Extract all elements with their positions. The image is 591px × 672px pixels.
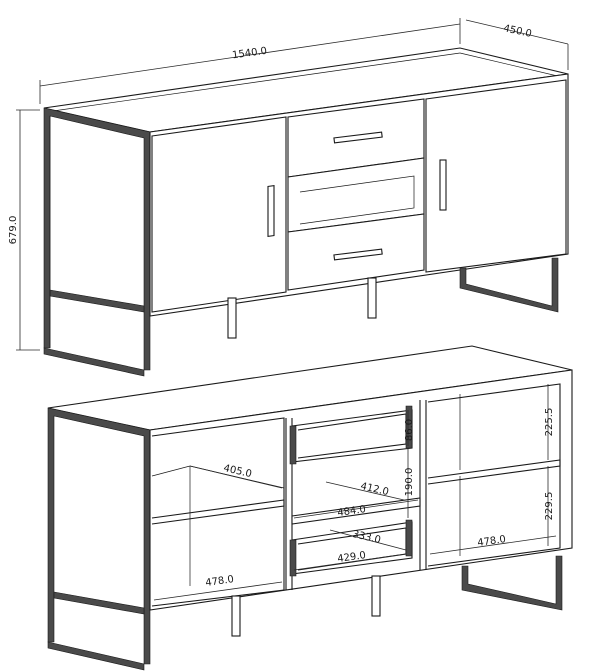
right-side-frame — [459, 257, 559, 313]
leg — [231, 595, 241, 637]
dimension-upper-right-height: 225.5 — [544, 384, 555, 460]
upper-drawer-open — [289, 405, 413, 465]
left-door — [151, 116, 287, 313]
left-side-frame — [47, 407, 151, 671]
sideboard-closed-view: 1540.0 450.0 679.0 — [8, 18, 569, 377]
width-label: 1540.0 — [232, 46, 268, 62]
middle-shelf-width-label: 484.0 — [337, 504, 367, 519]
right-door — [425, 79, 567, 273]
left-door-handle — [267, 184, 275, 238]
dimension-drawer-opening: 190.0 — [404, 448, 415, 518]
lower-drawer-handle — [333, 248, 383, 261]
drawer-opening-label: 190.0 — [404, 468, 415, 497]
left-compartment — [151, 417, 285, 607]
dimension-bottom-width-right: 478.0 — [429, 534, 557, 555]
drawer-height-label: 86.0 — [404, 419, 415, 441]
dimension-bottom-width-left: 478.0 — [153, 574, 283, 601]
depth-label: 450.0 — [502, 23, 532, 40]
right-compartment — [427, 383, 561, 567]
leg — [227, 297, 237, 339]
upper-drawer-handle — [333, 131, 383, 144]
dimension-drawer-height: 86.0 — [404, 410, 415, 446]
bottom-width-right-label: 478.0 — [477, 534, 507, 549]
sideboard-open-view: 405.0 86.0 225.5 190.0 412.0 484.0 229.5 — [47, 345, 573, 671]
lower-right-height-label: 229.5 — [544, 492, 555, 521]
right-side-frame — [461, 555, 563, 611]
right-door-handle — [439, 159, 447, 211]
dimension-shelf-depth-left: 405.0 — [189, 463, 283, 489]
dimension-width: 1540.0 — [39, 18, 461, 104]
left-side-frame — [43, 107, 151, 377]
height-label: 679.0 — [8, 216, 19, 245]
dimension-height: 679.0 — [8, 109, 40, 351]
dimension-drawer-width: 429.0 — [293, 550, 407, 571]
drawer-width-label: 429.0 — [337, 550, 367, 565]
dimension-lower-right-height: 229.5 — [544, 466, 555, 546]
dimension-middle-shelf-width: 484.0 — [293, 499, 419, 519]
bottom-width-left-label: 478.0 — [205, 574, 235, 589]
leg — [371, 575, 381, 617]
upper-right-height-label: 225.5 — [544, 408, 555, 437]
leg — [367, 277, 377, 319]
